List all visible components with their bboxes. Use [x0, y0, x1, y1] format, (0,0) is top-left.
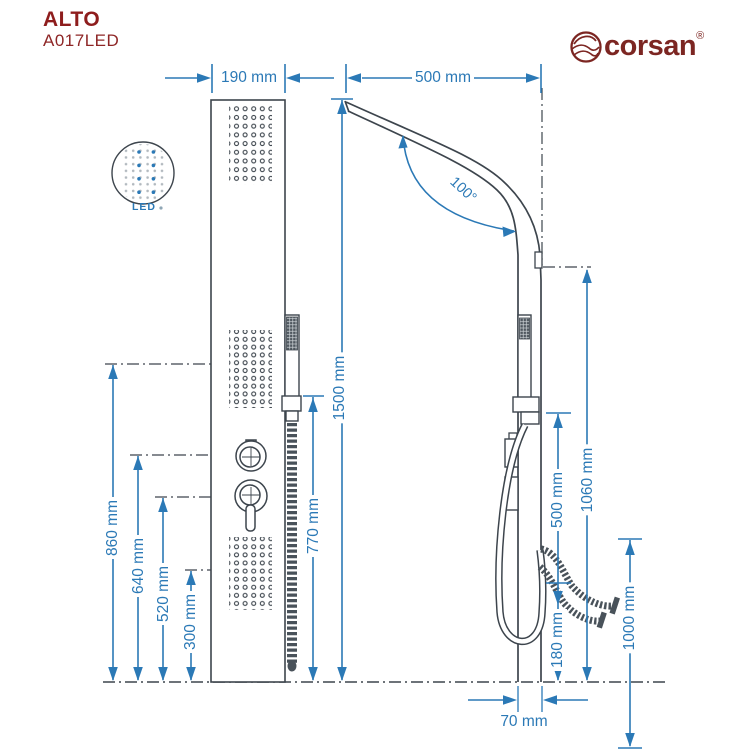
dim-label-depth-70: 70 mm — [497, 713, 551, 731]
brand-name: corsan — [604, 30, 697, 62]
dim-label-770: 770 mm — [305, 495, 323, 557]
supply-hose-coils — [537, 545, 620, 629]
body-jet-matrix-bottom — [229, 537, 272, 610]
registered-mark: ® — [696, 30, 705, 42]
dim-label-1060: 1060 mm — [579, 444, 597, 516]
led-detail-circle — [111, 141, 175, 210]
dim-label-1500: 1500 mm — [331, 352, 349, 424]
led-label-dot — [159, 206, 163, 210]
product-code: A017LED — [43, 31, 120, 50]
mixer-knob — [234, 479, 268, 532]
arm-end-cap — [344, 100, 350, 113]
dim-label-1000: 1000 mm — [621, 582, 639, 654]
thermostat-knob — [235, 439, 267, 472]
wall-bracket — [534, 251, 543, 269]
body-jet-matrix-middle — [229, 330, 272, 408]
dim-label-500-side: 500 mm — [549, 469, 567, 531]
dim-label-panel-width: 190 mm — [218, 69, 280, 87]
dim-label-300: 300 mm — [182, 591, 200, 653]
hand-shower-front — [281, 314, 302, 672]
dim-label-520: 520 mm — [155, 563, 173, 625]
dim-label-arm-reach: 500 mm — [412, 69, 474, 87]
dim-label-860: 860 mm — [104, 497, 122, 559]
front-view — [210, 99, 302, 683]
hand-shower-holder — [281, 395, 302, 412]
brand-wordmark: corsan® — [604, 30, 704, 63]
hose-loop-side — [495, 423, 547, 646]
dim-label-180: 180 mm — [549, 609, 567, 671]
rain-jet-matrix-top — [229, 106, 272, 185]
corsan-logo-icon — [570, 31, 602, 63]
led-label: LED — [132, 201, 156, 213]
product-name: ALTO — [43, 8, 101, 31]
hand-shower-head — [286, 316, 298, 351]
side-view — [344, 100, 620, 682]
dim-label-640: 640 mm — [130, 535, 148, 597]
